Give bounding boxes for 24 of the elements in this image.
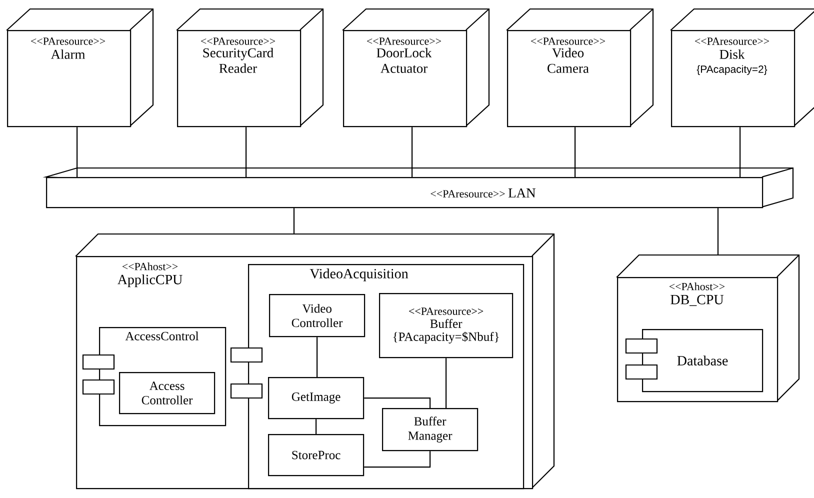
device-node: <<PAresource>> DoorLock Actuator <box>342 8 490 128</box>
connector-line <box>740 127 741 177</box>
component-box: Database <box>625 329 764 392</box>
device-node: <<PAresource>> Alarm <box>6 8 154 128</box>
device-node: <<PAresource>> Disk {PAcapacity=2} <box>670 8 814 128</box>
object-box: Access Controller <box>119 372 216 414</box>
object-box: StoreProc <box>268 434 364 476</box>
connector-line <box>412 127 413 177</box>
object-box: GetImage <box>268 377 364 420</box>
object-box: Buffer Manager <box>382 408 478 452</box>
connector-line <box>316 419 317 434</box>
connector-line <box>316 337 318 377</box>
connector-line <box>717 208 719 255</box>
connector-line <box>76 127 78 177</box>
object-box: <<PAresource>> Buffer {PAcapacity=$Nbuf} <box>379 293 514 358</box>
device-node: <<PAresource>> SecurityCard Reader <box>176 8 324 128</box>
connector-line <box>246 127 247 177</box>
device-node: <<PAresource>> Video Camera <box>506 8 654 128</box>
connector-line <box>364 398 431 408</box>
connector-line <box>446 358 447 408</box>
connector-line <box>574 127 576 177</box>
connector-line <box>293 208 295 234</box>
object-box: Video Controller <box>269 294 366 338</box>
connector-line <box>364 451 431 468</box>
